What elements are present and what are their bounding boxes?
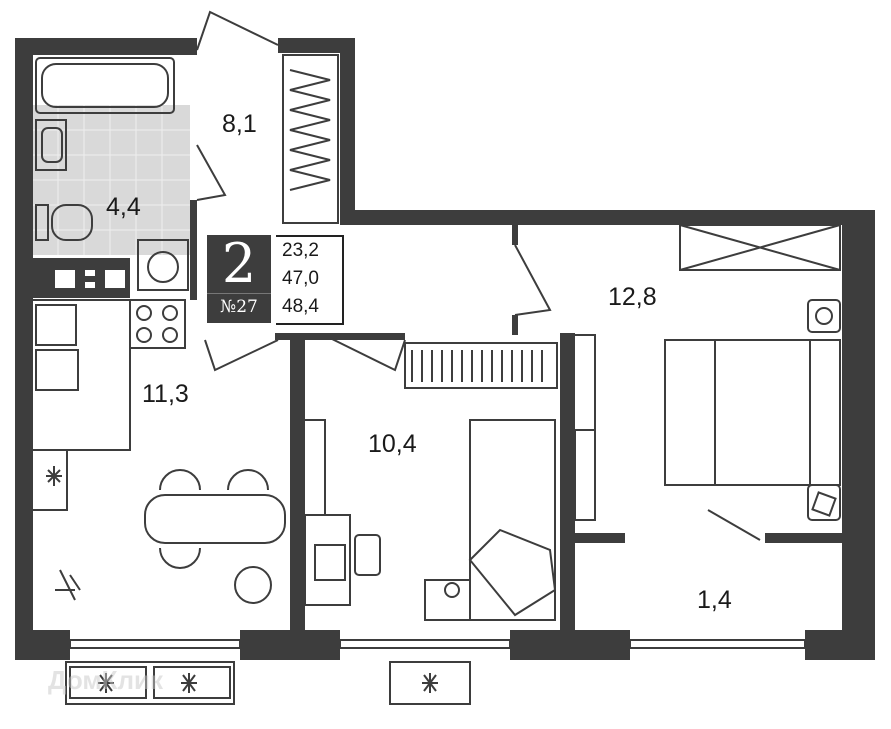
total-area-with-balcony: 48,4: [282, 296, 319, 317]
room-area-bathroom: 4,4: [106, 193, 141, 221]
windows: [69, 639, 806, 649]
apartment-badge: 2 №27: [207, 235, 271, 323]
living-area: 23,2: [282, 240, 319, 261]
apartment-number: №27: [207, 293, 271, 320]
balcony-boxes: [65, 661, 471, 705]
room-area-balcony: 1,4: [697, 586, 732, 614]
walls: [15, 38, 875, 660]
furniture: [31, 54, 841, 621]
rooms-count: 2: [221, 232, 257, 295]
watermark-logo: ДомКлик: [48, 665, 163, 695]
room-area-bedroom-small: 10,4: [368, 430, 417, 458]
room-area-corridor: 8,1: [222, 110, 257, 138]
room-area-bedroom-large: 12,8: [608, 283, 657, 311]
room-area-kitchen: 11,3: [142, 380, 189, 408]
area-summary: 23,2 47,0 48,4: [276, 235, 344, 325]
total-area: 47,0: [282, 268, 319, 289]
doors: [196, 10, 761, 541]
